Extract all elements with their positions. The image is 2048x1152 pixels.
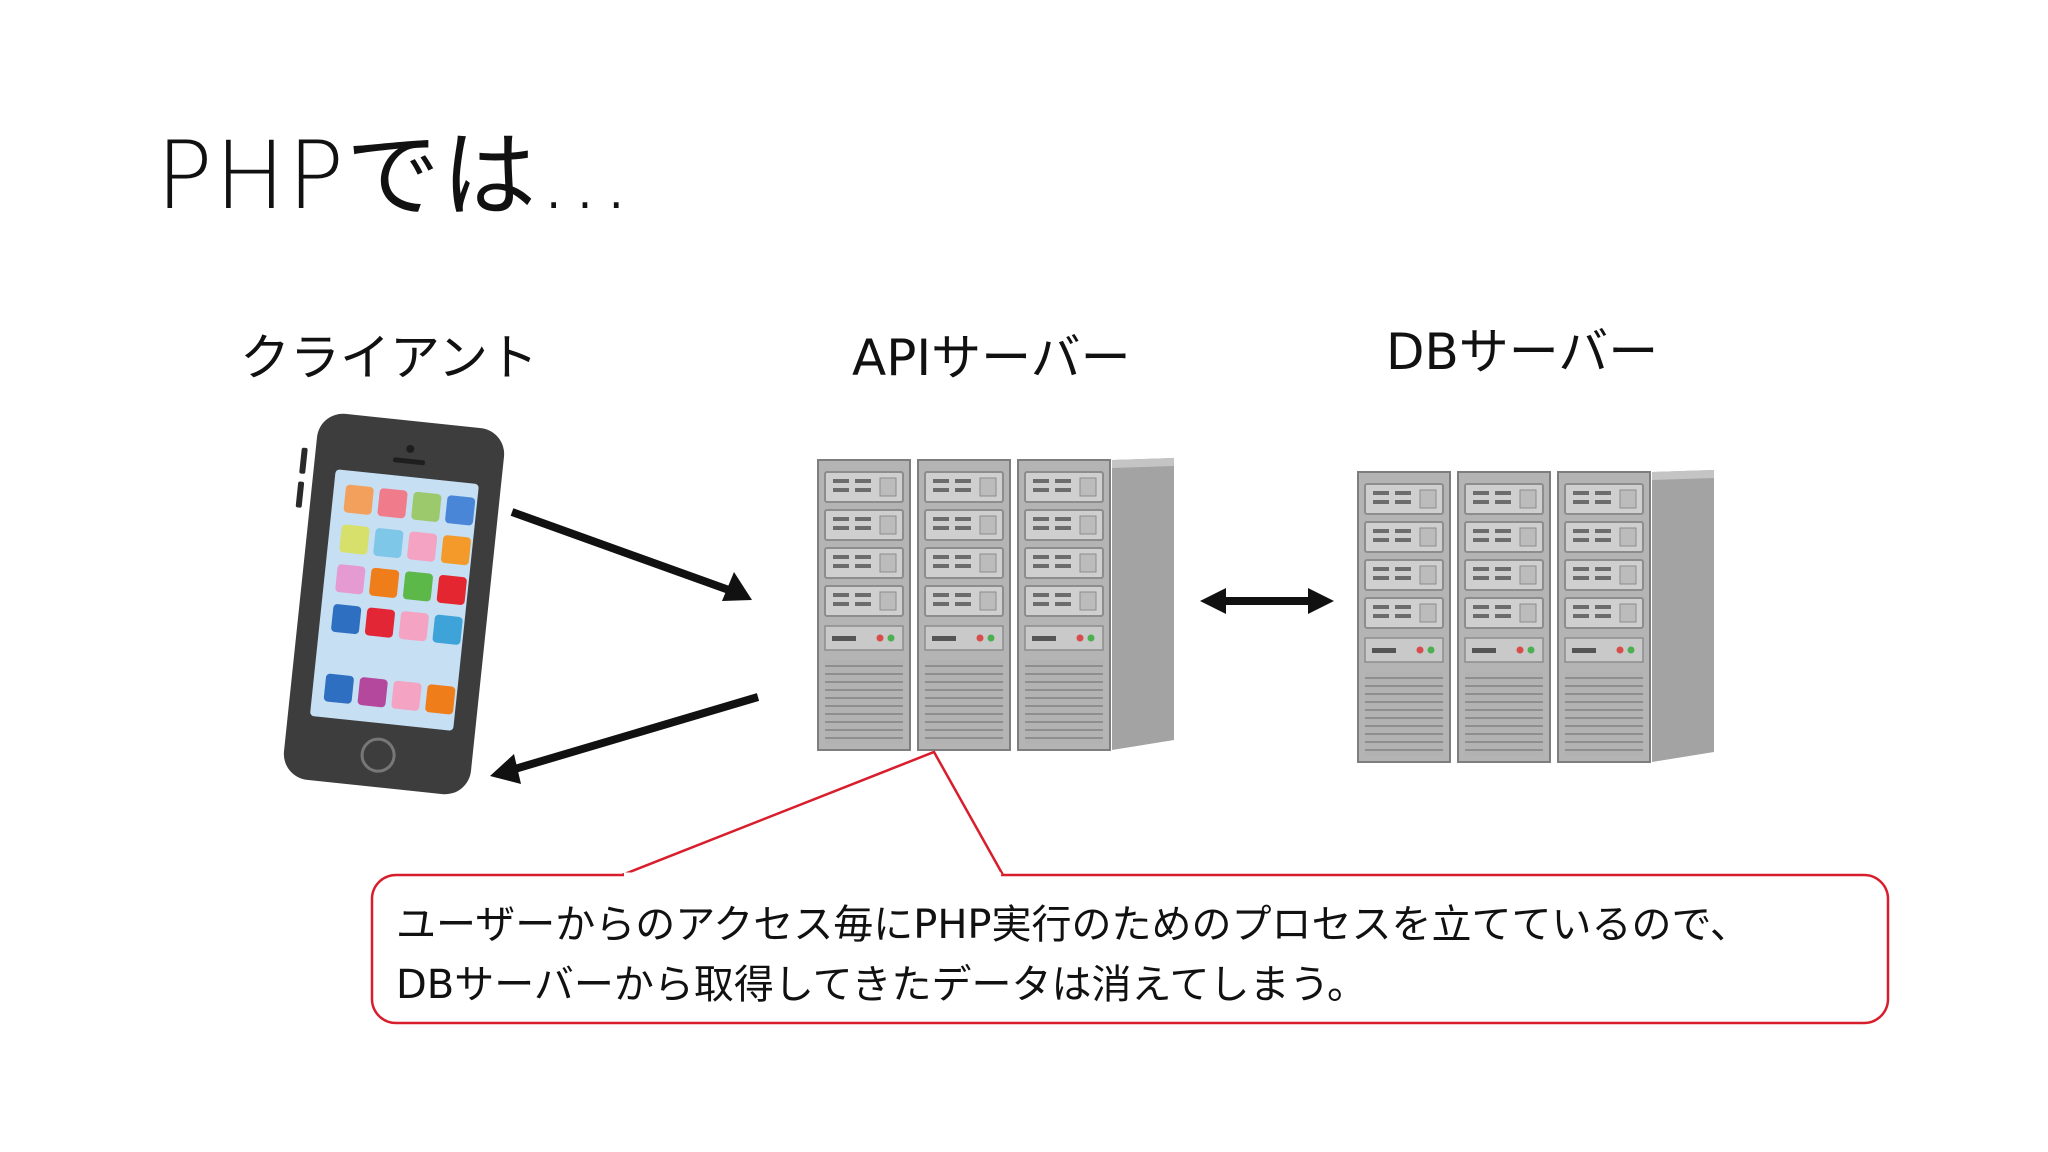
callout-line-1: ユーザーからのアクセス毎にPHP実行のためのプロセスを立てているので、: [396, 902, 1750, 948]
api-server-rack-icon: [818, 458, 1174, 750]
callout-text: ユーザーからのアクセス毎にPHP実行のためのプロセスを立てているので、 DBサー…: [396, 895, 1856, 1015]
api-server-label: APIサーバー: [852, 329, 1131, 387]
smartphone-icon: [283, 413, 505, 795]
db-server-rack-icon: [1358, 470, 1714, 762]
response-arrow: [490, 693, 760, 784]
callout-box: [370, 750, 1890, 1025]
callout-line-2: DBサーバーから取得してきたデータは消えてしまう。: [396, 962, 1368, 1008]
page-title: PHPでは…: [156, 122, 635, 231]
api-db-double-arrow: [1200, 588, 1334, 614]
request-arrow: [510, 508, 752, 601]
client-label: クライアント: [240, 329, 538, 387]
db-server-label: DBサーバー: [1386, 323, 1659, 381]
